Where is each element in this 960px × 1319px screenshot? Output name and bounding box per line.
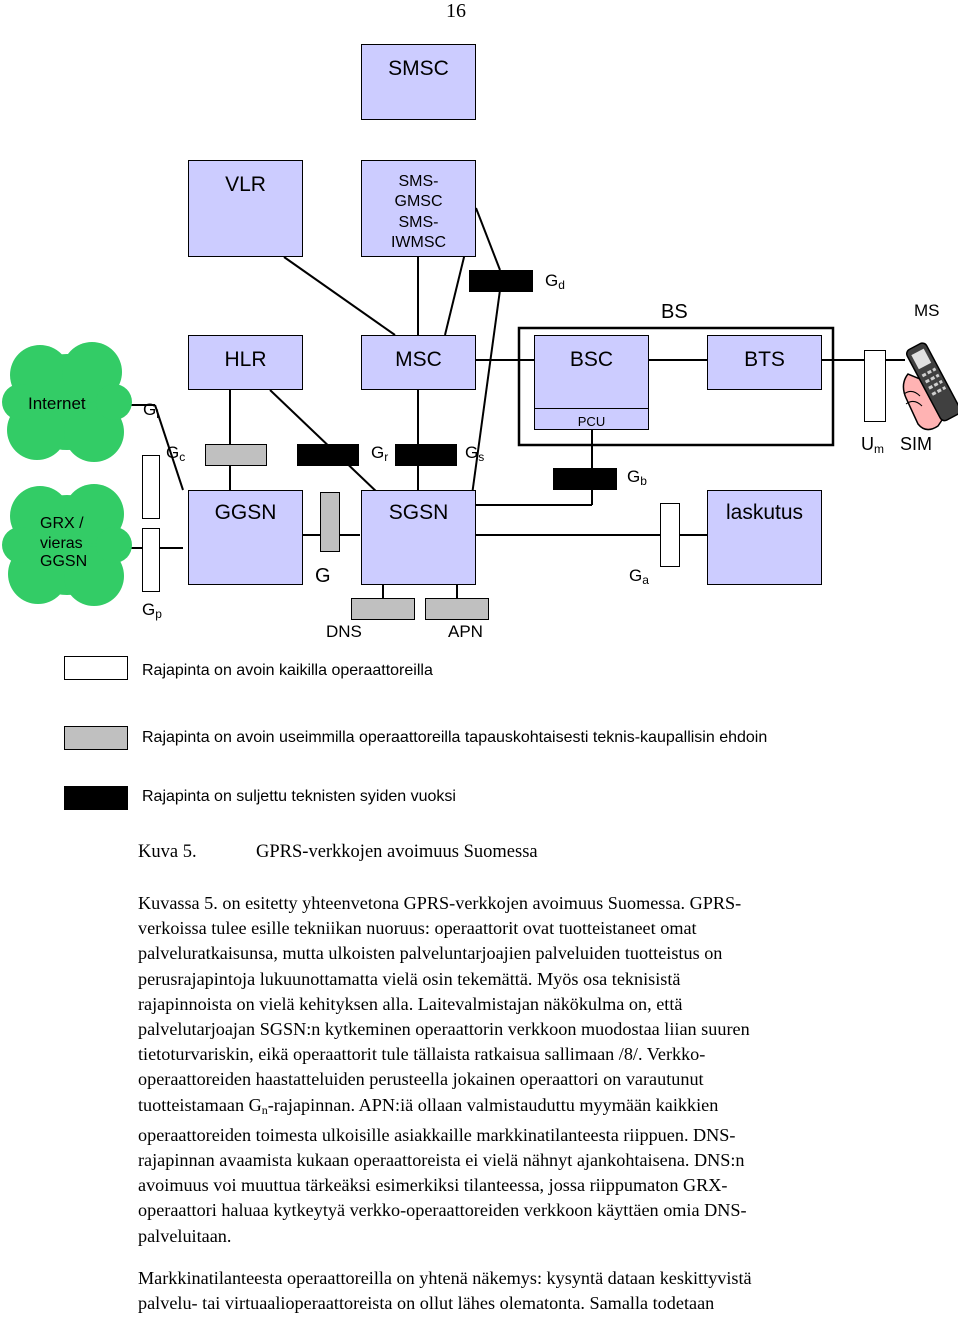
- paragraph-line: tietoturvariskin, eikä operaattorit tule…: [138, 1044, 706, 1065]
- connection-lines: [125, 207, 905, 598]
- gn-interface-gray: [320, 492, 340, 552]
- sgsn-label: SGSN: [388, 501, 449, 524]
- paragraph-line: operaattori haluaa kytkeytyä verkko-oper…: [138, 1200, 747, 1221]
- gc-label: Gc: [166, 443, 186, 464]
- legend-text-gray: Rajapinta on avoin useimmilla operaattor…: [142, 729, 768, 746]
- smsc-label: SMSC: [388, 57, 449, 80]
- hlr-label: HLR: [224, 348, 267, 371]
- bs-label: BS: [661, 301, 688, 323]
- paragraph-line: Markkinatilanteesta operaattoreilla on y…: [138, 1268, 752, 1288]
- caption-number: Kuva 5.: [138, 842, 197, 862]
- sms-gmsc-line-3: SMS-: [398, 214, 439, 231]
- paragraph-line: rajapinnoista on vielä kehityksen alla. …: [138, 993, 683, 1014]
- gr-label: Gr: [371, 443, 389, 464]
- um-interface-open: [864, 350, 886, 422]
- gs-interface-closed: [395, 444, 457, 466]
- um-label: Um: [861, 434, 884, 456]
- sms-gmsc-node: SMS- GMSC SMS- IWMSC: [361, 160, 476, 257]
- paragraph-2: Markkinatilanteesta operaattoreilla on y…: [138, 1266, 938, 1316]
- gi-label: Gi: [143, 400, 159, 421]
- legend-swatch-black: [64, 786, 128, 810]
- ms-label: MS: [914, 301, 940, 320]
- legend-swatch-white: [64, 656, 128, 680]
- bts-node: BTS: [707, 335, 822, 390]
- paragraph-line: palvelutarjoajan SGSN:n kytkeminen opera…: [138, 1019, 750, 1040]
- gp-interface-open: [142, 528, 160, 592]
- msc-label: MSC: [395, 348, 442, 371]
- pcu-node: PCU: [534, 408, 649, 430]
- grx-cloud: [2, 484, 132, 606]
- paragraph-line: palveluitaan.: [138, 1225, 232, 1246]
- laskutus-label: laskutus: [725, 501, 804, 524]
- gc-interface-gray: [205, 444, 267, 466]
- grx-label-3: GGSN: [40, 553, 88, 570]
- paragraph-line: verkoissa tulee esille tekniikan nuoruus…: [138, 918, 697, 939]
- paragraph-1: Kuvassa 5. on esitetty yhteenvetona GPRS…: [138, 891, 938, 1249]
- vlr-node: VLR: [188, 160, 303, 257]
- paragraph-line: operaattoreiden toimesta ulkoisille asia…: [138, 1124, 736, 1145]
- laskutus-node: laskutus: [707, 490, 822, 585]
- g-label: G: [315, 565, 331, 587]
- paragraph-line: rajapinnan avaamista kukaan operaattorei…: [138, 1150, 745, 1171]
- paragraph-line: palveluratkaisunsa, mutta ulkoisten palv…: [138, 943, 723, 964]
- gs-label: Gs: [465, 443, 485, 464]
- bsc-node: BSC PCU: [534, 335, 649, 430]
- internet-label: Internet: [28, 394, 86, 413]
- paragraph-line: palvelu- tai virtuaalioperaattoreista on…: [138, 1293, 715, 1314]
- apn-label: APN: [448, 622, 483, 641]
- gd-label: Gd: [545, 271, 565, 292]
- vlr-label: VLR: [225, 173, 266, 196]
- page-number: 16: [446, 0, 466, 22]
- smsc-node: SMSC: [361, 44, 476, 120]
- grx-label-2: vieras: [40, 535, 83, 552]
- sms-gmsc-line-1: SMS-: [398, 173, 439, 190]
- gi-interface-open: [142, 455, 160, 519]
- mobile-phone-icon: [902, 342, 958, 431]
- gb-label: Gb: [627, 467, 647, 488]
- sim-label: SIM: [900, 434, 933, 454]
- msc-node: MSC: [361, 335, 476, 390]
- ga-label: Ga: [629, 566, 649, 587]
- paragraph-line: operaattoreiden haastatteluiden perustee…: [138, 1069, 704, 1090]
- paragraph-line: avoimuus voi muuttua tärkeäksi esimerkik…: [138, 1175, 728, 1196]
- pcu-label: PCU: [577, 414, 606, 429]
- caption-title: GPRS-verkkojen avoimuus Suomessa: [256, 842, 538, 862]
- gp-label: Gp: [142, 600, 162, 621]
- sgsn-node: SGSN: [361, 490, 476, 585]
- paragraph-line: perusrajapintoja lukuunottamatta vielä o…: [138, 968, 681, 989]
- bsc-label: BSC: [569, 348, 614, 371]
- dns-interface-gray: [351, 598, 415, 620]
- dns-label: DNS: [326, 622, 362, 641]
- gd-interface-closed: [469, 270, 533, 292]
- figure-caption: Kuva 5.: [138, 842, 197, 863]
- legend-text-white: Rajapinta on avoin kaikilla operaattorei…: [142, 662, 433, 679]
- apn-interface-gray: [425, 598, 489, 620]
- ggsn-label: GGSN: [214, 501, 277, 524]
- legend-text-black: Rajapinta on suljettu teknisten syiden v…: [142, 788, 456, 805]
- sms-gmsc-line-4: IWMSC: [390, 234, 447, 251]
- paragraph-line: Kuvassa 5. on esitetty yhteenvetona GPRS…: [138, 893, 742, 913]
- ga-interface-open: [660, 503, 680, 567]
- legend-swatch-gray: [64, 726, 128, 750]
- sms-gmsc-line-2: GMSC: [394, 193, 443, 210]
- internet-cloud: [2, 342, 132, 462]
- grx-label-1: GRX /: [40, 515, 84, 532]
- ggsn-node: GGSN: [188, 490, 303, 585]
- gr-interface-closed: [297, 444, 359, 466]
- bts-label: BTS: [744, 348, 785, 371]
- gb-interface-closed: [553, 468, 617, 490]
- hlr-node: HLR: [188, 335, 303, 390]
- paragraph-line-gn: tuotteistamaan Gn-rajapinnan. APN:iä oll…: [138, 1094, 719, 1117]
